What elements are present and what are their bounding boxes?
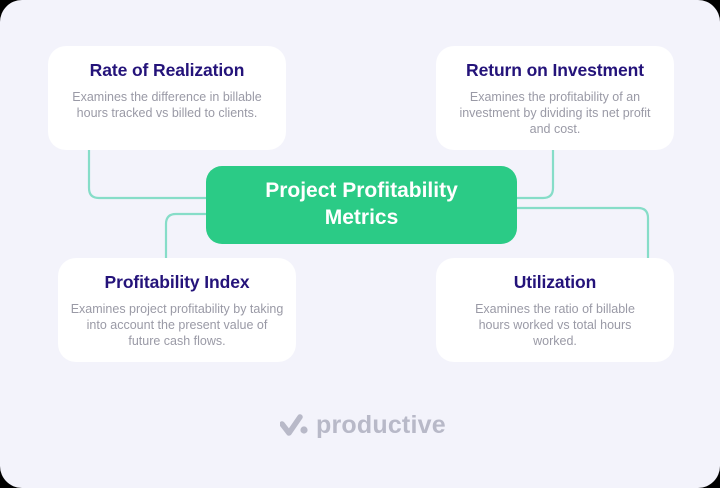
checkmark-dot-icon <box>280 414 308 436</box>
card-title: Utilization <box>513 272 597 292</box>
card-description: Examines the ratio of billable hours wor… <box>475 302 635 348</box>
productive-logo: productive <box>280 410 446 440</box>
card-title: Rate of Realization <box>89 60 245 80</box>
card-title: Profitability Index <box>104 272 250 292</box>
metric-card-profitability-index: Profitability Index Examines project pro… <box>58 258 296 362</box>
central-topic: Project Profitability Metrics <box>206 166 517 244</box>
central-title-line1: Project Profitability <box>265 179 458 202</box>
central-title-line2: Metrics <box>324 206 399 229</box>
card-description: Examines project profitability by taking… <box>70 302 284 348</box>
metric-card-utilization: Utilization Examines the ratio of billab… <box>436 258 674 362</box>
card-description: Examines the profitability of an investm… <box>459 90 651 136</box>
metric-card-rate-of-realization: Rate of Realization Examines the differe… <box>48 46 286 150</box>
metric-card-return-on-investment: Return on Investment Examines the profit… <box>436 46 674 150</box>
logo-text: productive <box>316 410 446 439</box>
card-title: Return on Investment <box>466 60 644 80</box>
card-description: Examines the difference in billable hour… <box>72 90 262 120</box>
